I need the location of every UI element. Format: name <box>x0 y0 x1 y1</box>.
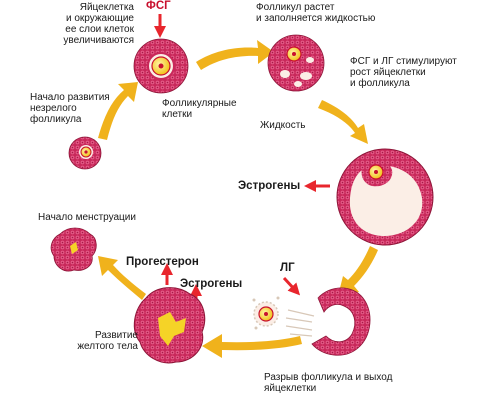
label-estrogens-top-text: Эстрогены <box>238 180 301 192</box>
label-oocyte-layers: Яйцеклетка и окружающие ее слои клеток у… <box>44 2 134 46</box>
cycle-arrow-6 <box>98 256 146 300</box>
menstruation-remnant <box>50 227 97 272</box>
label-rupture-text: Разрыв фолликула и выход яйцеклетки <box>264 372 393 394</box>
label-follicular-cells: Фолликулярные клетки <box>162 98 237 120</box>
cycle-arrow-3 <box>318 100 368 144</box>
label-lh: ЛГ <box>280 262 295 275</box>
label-immature-follicle-text: Начало развития незрелого фолликула <box>30 92 110 125</box>
label-follicular-cells-text: Фолликулярные клетки <box>162 98 237 120</box>
label-estrogens-bottom-text: Эстрогены <box>180 278 243 290</box>
label-immature-follicle: Начало развития незрелого фолликула <box>30 92 110 125</box>
label-corpus-luteum: Развитие желтого тела <box>52 330 138 352</box>
label-lh-text: ЛГ <box>280 262 295 274</box>
label-progesterone: Прогестерон <box>126 256 199 269</box>
ruptured-follicle <box>252 287 371 356</box>
cycle-arrow-1 <box>98 82 138 140</box>
cycle-arrows <box>98 40 378 358</box>
growing-follicle <box>133 38 189 94</box>
label-fluid: Жидкость <box>260 120 306 131</box>
label-fluid-text: Жидкость <box>260 120 306 131</box>
label-progesterone-text: Прогестерон <box>126 256 199 268</box>
lh-arrow <box>282 276 301 296</box>
label-fsh-text: ФСГ <box>146 0 171 12</box>
label-fsh-lh: ФСГ и ЛГ стимулируют рост яйцеклетки и ф… <box>350 56 457 89</box>
label-estrogens-bottom: Эстрогены <box>180 278 242 291</box>
corpus-luteum <box>133 287 206 364</box>
cycle-arrow-5 <box>202 334 302 358</box>
label-fsh: ФСГ <box>146 0 171 13</box>
antral-follicle <box>267 34 325 92</box>
immature-follicle <box>68 136 102 170</box>
label-estrogens-top: Эстрогены <box>238 180 300 193</box>
label-follicle-grows-text: Фолликул растет и заполняется жидкостью <box>256 2 376 24</box>
label-corpus-luteum-text: Развитие желтого тела <box>77 330 138 352</box>
label-follicle-grows: Фолликул растет и заполняется жидкостью <box>256 2 375 24</box>
label-rupture: Разрыв фолликула и выход яйцеклетки <box>264 372 392 394</box>
label-fsh-lh-text: ФСГ и ЛГ стимулируют рост яйцеклетки и ф… <box>350 56 457 89</box>
cycle-arrow-2 <box>196 40 274 70</box>
label-oocyte-layers-text: Яйцеклетка и окружающие ее слои клеток у… <box>63 2 134 46</box>
label-menstruation-text: Начало менструации <box>38 212 136 223</box>
cycle-arrow-4 <box>338 246 378 296</box>
mature-follicle <box>336 148 434 246</box>
label-menstruation: Начало менструации <box>38 212 136 223</box>
